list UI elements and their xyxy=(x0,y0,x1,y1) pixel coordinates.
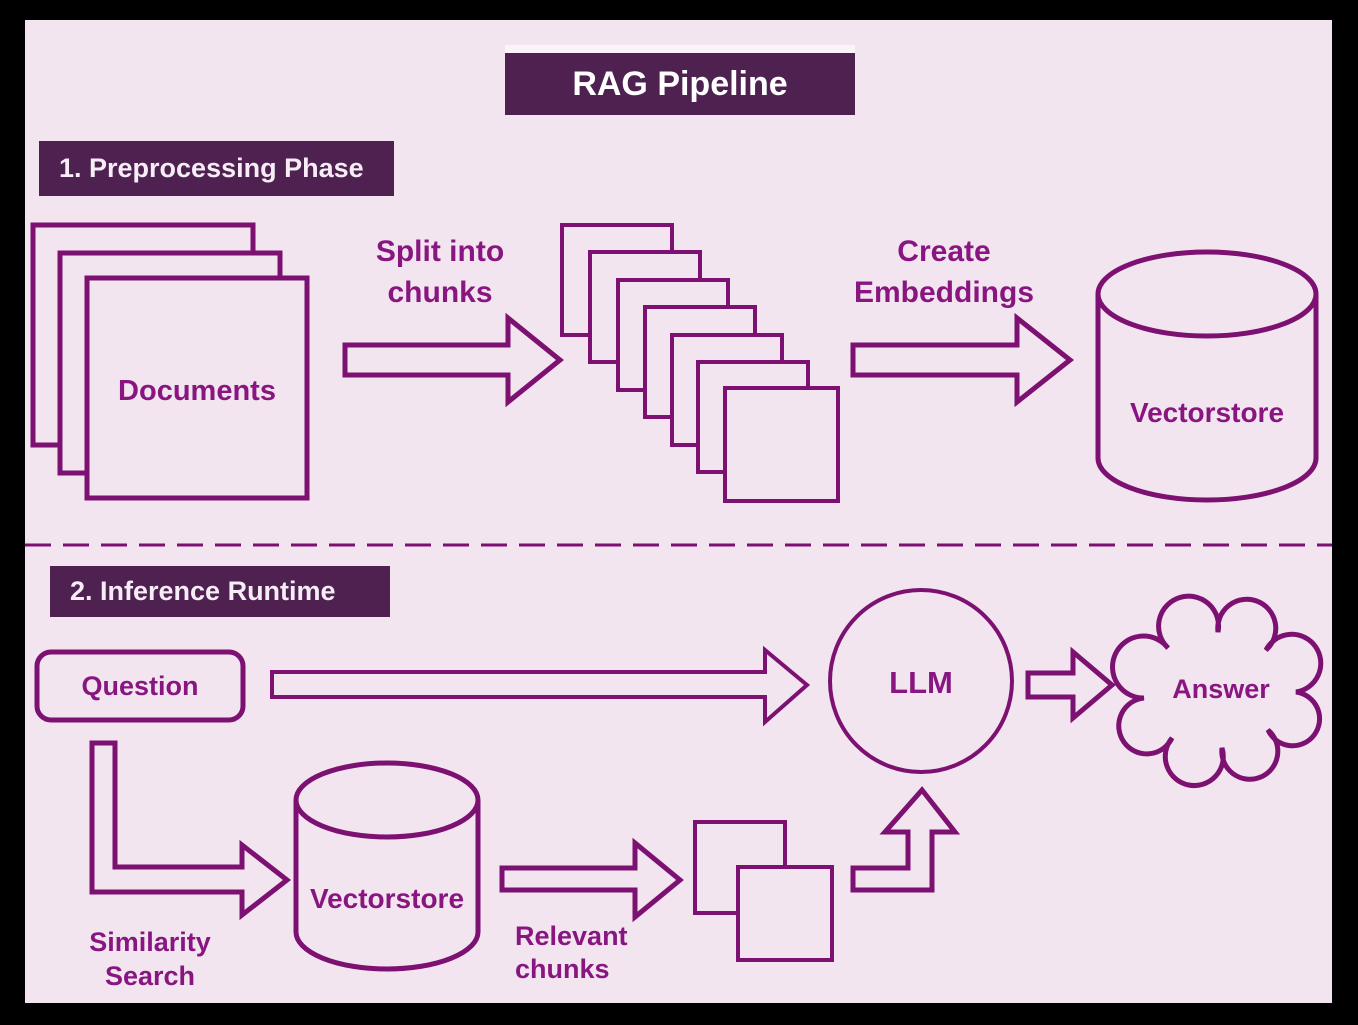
question-to-llm-arrow-icon xyxy=(270,645,811,727)
diagram-shapes xyxy=(25,222,1332,972)
relevant-chunks-icon xyxy=(693,820,834,962)
answer-label: Answer xyxy=(1172,674,1270,704)
question-box-icon xyxy=(34,649,246,723)
split-into-chunks-label: Split into chunks xyxy=(375,235,505,309)
llm-circle-icon xyxy=(828,588,1014,774)
relevant-chunks-label: Relevant chunks xyxy=(515,921,628,984)
phase2-label: 2. Inference Runtime xyxy=(50,566,390,617)
vectorstore-label: Vectorstore xyxy=(1129,397,1285,428)
page-title: RAG Pipeline xyxy=(505,53,855,115)
vectorstore2-label: Vectorstore xyxy=(309,883,465,914)
documents-label: Documents xyxy=(118,375,276,407)
question-label: Question xyxy=(81,671,199,701)
answer-cloud-icon xyxy=(1110,593,1324,789)
split-arrow-icon xyxy=(342,312,564,408)
llm-label: LLM xyxy=(889,665,953,700)
chunks-stack-icon xyxy=(560,223,840,503)
embeddings-arrow-icon xyxy=(850,312,1075,408)
similarity-search-arrow-icon xyxy=(89,740,292,921)
chunks-to-llm-arrow-icon xyxy=(850,786,961,893)
diagram-canvas: RAG Pipeline 1. Preprocessing Phase 2. I… xyxy=(25,20,1332,1003)
vectorstore2-cylinder-icon xyxy=(293,760,481,972)
similarity-search-label: Similarity Search xyxy=(89,927,211,991)
documents-stack-icon xyxy=(30,222,310,501)
phase1-label: 1. Preprocessing Phase xyxy=(39,141,394,196)
relevant-chunks-arrow-icon xyxy=(499,837,684,923)
vectorstore-cylinder-icon xyxy=(1095,249,1319,503)
create-embeddings-label: Create Embeddings xyxy=(853,235,1034,309)
llm-to-answer-arrow-icon xyxy=(1025,646,1116,724)
